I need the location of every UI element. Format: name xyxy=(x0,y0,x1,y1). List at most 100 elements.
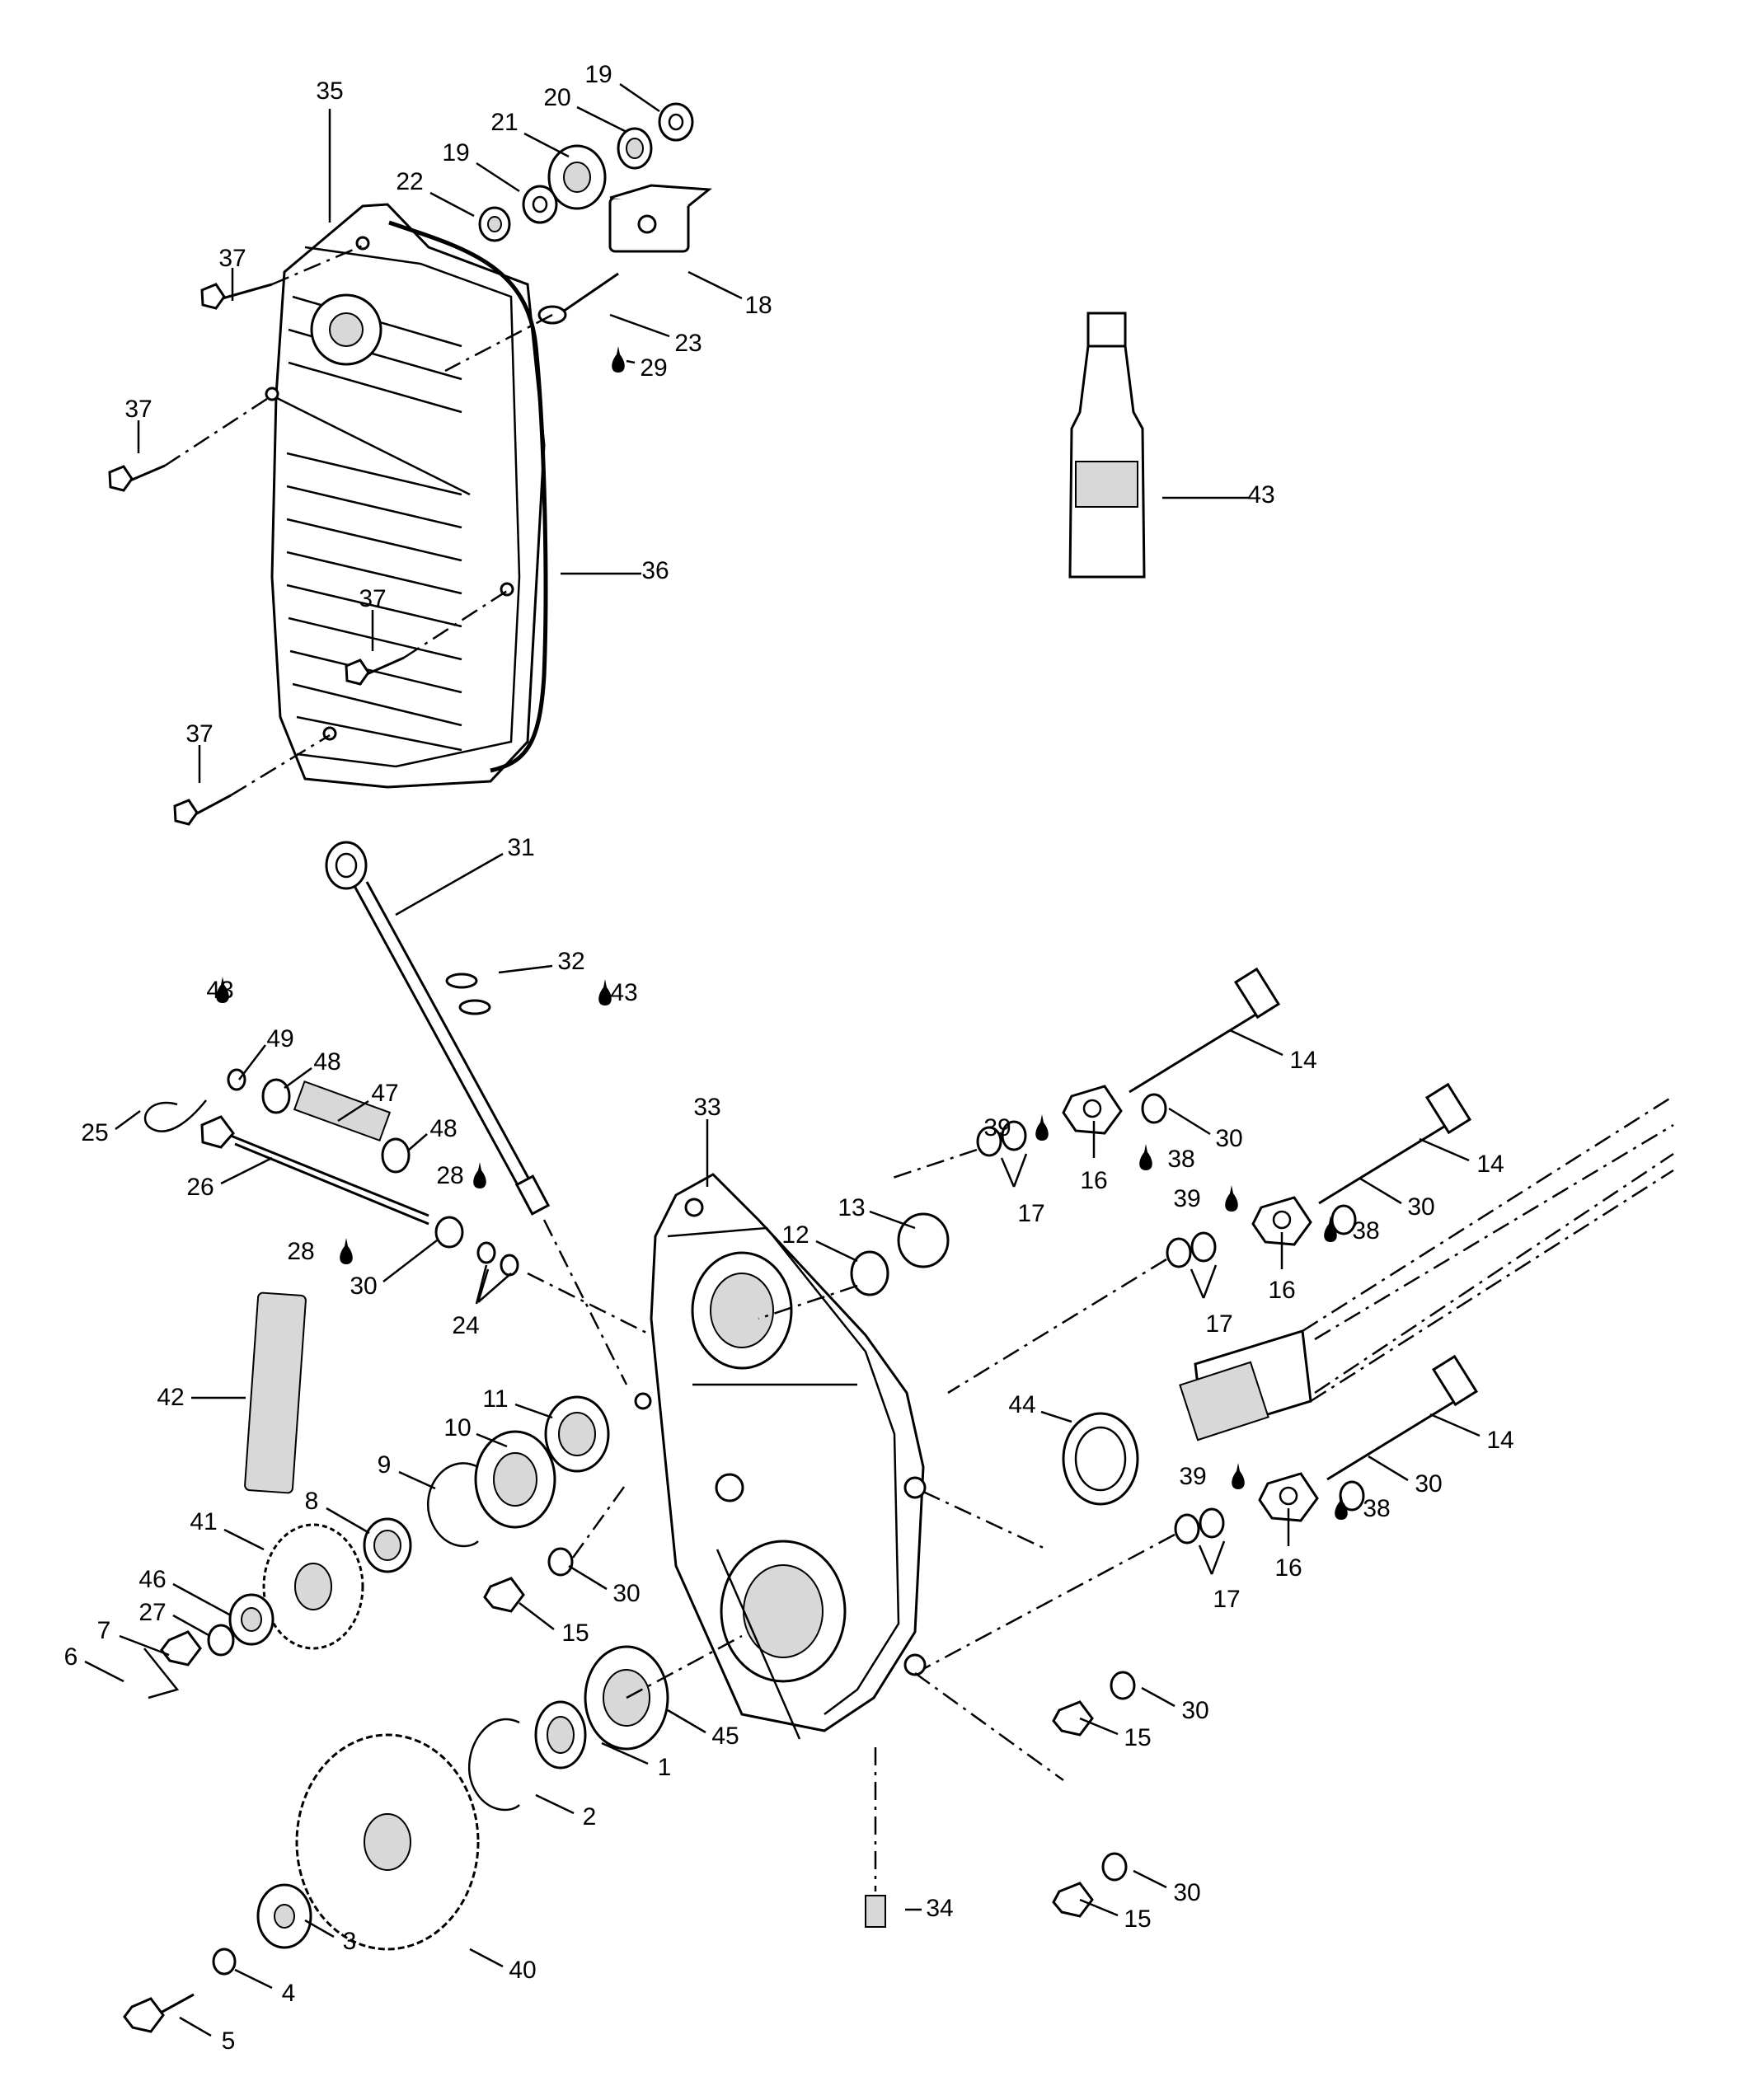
callout-c27: 27 xyxy=(138,1599,166,1626)
callout-c20: 20 xyxy=(543,84,570,111)
callout-c40: 40 xyxy=(509,1957,536,1984)
bolt-5 xyxy=(123,1993,195,2033)
oring-49 xyxy=(227,1068,246,1091)
callout-c16c: 16 xyxy=(1274,1554,1302,1582)
nut-16c xyxy=(1258,1472,1319,1522)
leader-line-c19a xyxy=(619,82,660,113)
callout-c33: 33 xyxy=(693,1094,720,1121)
leader-line-c19b xyxy=(476,162,520,193)
leader-line-c30f xyxy=(1141,1686,1176,1708)
leader-line-c29 xyxy=(626,359,636,364)
leader-line-c6 xyxy=(84,1660,124,1683)
callout-c32: 32 xyxy=(557,948,584,975)
ring-12 xyxy=(850,1250,889,1296)
callout-c39c: 39 xyxy=(1179,1463,1206,1490)
callout-c30f: 30 xyxy=(1181,1697,1208,1724)
bolt-37-b xyxy=(108,394,273,492)
washer-30f xyxy=(1110,1671,1136,1700)
callout-c1: 1 xyxy=(658,1754,672,1781)
washer-19a xyxy=(658,102,694,142)
washer-46 xyxy=(228,1593,275,1646)
callout-labels: 3519202119221823293737433637373132434349… xyxy=(64,61,1514,2055)
callout-c17c: 17 xyxy=(1213,1586,1240,1613)
thread-locker-bottle xyxy=(1068,312,1146,579)
drop-icon-38a xyxy=(1139,1144,1152,1170)
cotter-6 xyxy=(143,1648,180,1699)
callout-c19b: 19 xyxy=(442,139,469,166)
callout-c6: 6 xyxy=(64,1643,78,1671)
leader-line-c10 xyxy=(476,1432,508,1448)
callout-c14b: 14 xyxy=(1476,1151,1504,1178)
tensioner-assembly xyxy=(444,102,712,373)
leader-line-c26 xyxy=(220,1156,273,1185)
leader-line-c8 xyxy=(326,1507,370,1535)
callout-c13: 13 xyxy=(838,1194,865,1221)
callout-c37d: 37 xyxy=(185,720,213,748)
cover-fins xyxy=(271,295,471,752)
bearing-10 xyxy=(474,1430,556,1529)
leader-line-c21 xyxy=(523,132,570,158)
callout-c5: 5 xyxy=(222,2027,236,2055)
leader-line-c49 xyxy=(238,1044,266,1080)
washers-17a xyxy=(889,1120,1027,1180)
callout-c38c: 38 xyxy=(1363,1495,1390,1522)
callout-c24: 24 xyxy=(452,1312,479,1339)
leader-line-c24 xyxy=(475,1264,488,1305)
chaincase-housing xyxy=(634,1173,927,1740)
seal-44 xyxy=(1062,1412,1139,1506)
leader-line-c25 xyxy=(115,1109,141,1131)
leader-line-c44 xyxy=(1040,1410,1072,1423)
washer-30-tensioner xyxy=(434,1216,464,1249)
nut-16a xyxy=(1062,1085,1123,1135)
drive-chain xyxy=(244,1291,307,1494)
cover-sprocket-icon xyxy=(310,293,382,366)
cover-gasket xyxy=(388,220,548,773)
callout-c3: 3 xyxy=(343,1928,357,1955)
leader-line-c1 xyxy=(601,1741,649,1765)
leader-line-c45 xyxy=(667,1709,706,1734)
washers-17b xyxy=(947,1231,1217,1395)
nut-15b xyxy=(1052,1700,1094,1737)
gear-41 xyxy=(262,1523,364,1650)
drop-icon-39a xyxy=(1035,1114,1049,1141)
callout-c7: 7 xyxy=(97,1617,111,1644)
pin-25 xyxy=(143,1099,207,1132)
callout-c14c: 14 xyxy=(1486,1427,1513,1454)
drop-icon-29 xyxy=(612,346,625,373)
callout-c47: 47 xyxy=(371,1080,398,1107)
leader-line-c9 xyxy=(398,1470,436,1490)
roller-21 xyxy=(547,144,607,210)
bolt-26 xyxy=(200,1115,429,1226)
leader-line-c15a xyxy=(519,1602,555,1630)
leader-line-c47 xyxy=(337,1099,369,1123)
spring-47 xyxy=(293,1080,392,1142)
drop-icon-28a xyxy=(473,1162,486,1188)
callout-c21: 21 xyxy=(490,109,518,136)
callout-c45: 45 xyxy=(711,1723,739,1750)
callout-c22: 22 xyxy=(396,168,423,195)
callout-c31: 31 xyxy=(507,834,534,861)
circlip-2 xyxy=(468,1718,520,1812)
leader-line-c3 xyxy=(304,1919,335,1938)
callout-c39b: 39 xyxy=(1173,1185,1200,1212)
leader-line-c46 xyxy=(172,1582,232,1617)
callout-c37a: 37 xyxy=(218,245,246,272)
drive-shaft xyxy=(1179,1095,1674,1441)
washer-24b xyxy=(500,1254,519,1277)
callout-c42: 42 xyxy=(157,1384,184,1411)
nut-15a xyxy=(483,1577,525,1613)
callout-c25: 25 xyxy=(81,1119,108,1146)
chaincase-cover xyxy=(265,203,546,789)
callout-c46: 46 xyxy=(138,1566,166,1593)
bolt-14b xyxy=(1318,1082,1472,1205)
spacer-8 xyxy=(363,1517,412,1573)
callout-c30e: 30 xyxy=(1415,1470,1442,1498)
callout-c35: 35 xyxy=(316,77,343,105)
drop-icon-28b xyxy=(340,1238,353,1264)
callout-c15c: 15 xyxy=(1124,1905,1151,1933)
callout-c14a: 14 xyxy=(1289,1047,1316,1074)
leader-line-c23 xyxy=(609,313,670,338)
callout-c29: 29 xyxy=(640,354,667,382)
leader-line-c11 xyxy=(514,1403,553,1419)
callout-c38a: 38 xyxy=(1167,1146,1194,1173)
